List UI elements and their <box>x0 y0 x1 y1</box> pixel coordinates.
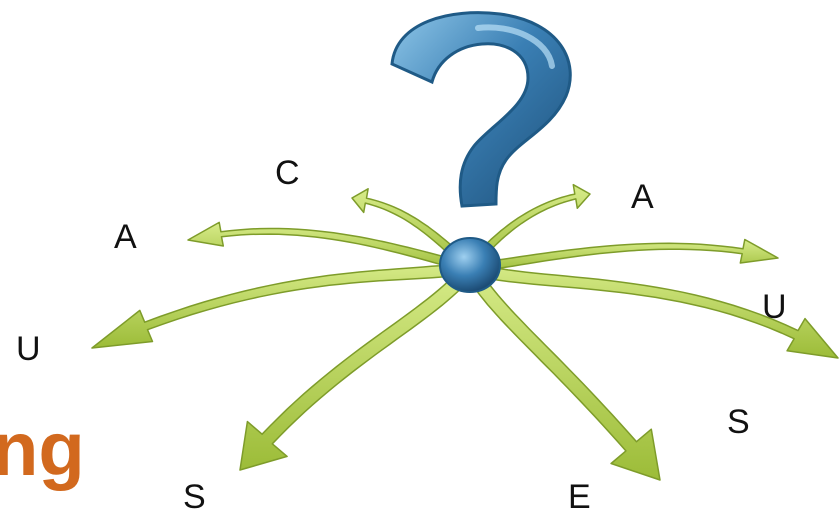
label-u-left: U <box>16 332 41 366</box>
label-s-right: S <box>727 405 750 439</box>
title-fragment: ng <box>0 412 85 488</box>
arrow-to-u-left <box>92 262 471 348</box>
label-s-left: S <box>183 480 206 514</box>
hub-sphere-icon <box>440 238 500 292</box>
arrow-to-u-right <box>470 240 779 273</box>
question-mark-icon <box>392 13 570 206</box>
arrow-to-s-left <box>240 264 476 470</box>
label-a-left: A <box>114 220 137 254</box>
label-u-right: U <box>762 290 787 324</box>
arrow-to-e <box>464 265 660 481</box>
label-e: E <box>568 480 591 514</box>
label-a-right: A <box>631 180 654 214</box>
label-c: C <box>275 156 300 190</box>
